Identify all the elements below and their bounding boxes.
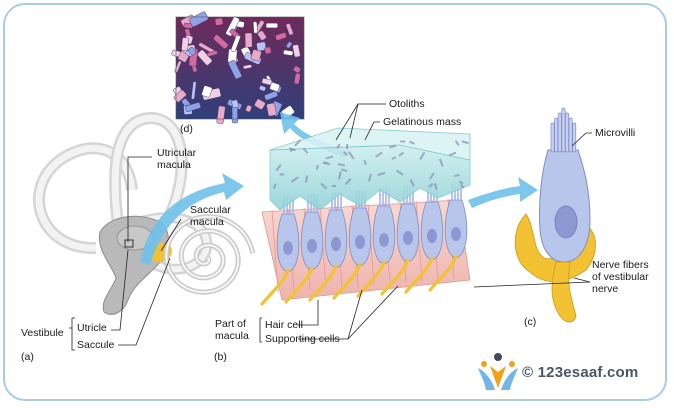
panel-label-a: (a) — [21, 351, 34, 363]
supporting-cells-label: Supporting cells — [265, 333, 340, 345]
hair-cell-label: Hair cell — [265, 319, 303, 331]
utricle-label: Utricle — [77, 322, 107, 334]
panel-label-d: (d) — [180, 123, 193, 135]
gelatinous-mass-label: Gelatinous mass — [383, 116, 462, 128]
brand-logo — [478, 353, 518, 390]
macula-section — [260, 127, 471, 306]
saccule-label: Saccule — [77, 339, 115, 351]
microvilli-label: Microvilli — [595, 127, 636, 139]
panel-label-c: (c) — [524, 316, 537, 328]
leader-lines — [69, 103, 592, 351]
otoliths-label: Otoliths — [389, 98, 425, 110]
single-hair-cell — [514, 107, 596, 323]
otolith-micrograph — [171, 11, 305, 124]
vestibule-label: Vestibule — [21, 327, 64, 339]
panel-label-b: (b) — [214, 351, 227, 363]
watermark-text: © 123esaaf.com — [522, 364, 639, 381]
